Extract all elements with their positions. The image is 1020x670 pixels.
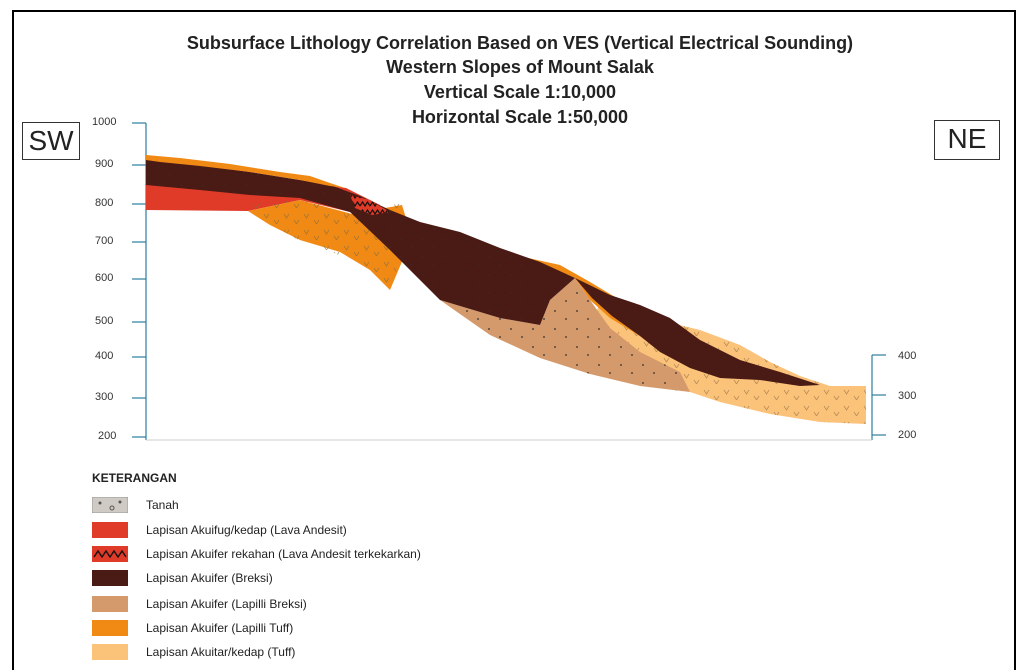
horizontal-scale: Horizontal Scale 1:50,000 — [411, 107, 629, 127]
vertical-scale: Vertical Scale 1:10,000 — [423, 82, 617, 102]
figure-frame — [12, 10, 1016, 670]
legend-item-soil: Tanah — [92, 495, 179, 515]
legend-title: KETERANGAN — [92, 471, 177, 485]
legend-label: Lapisan Akuifer (Breksi) — [146, 571, 273, 585]
direction-ne: NE — [934, 120, 1000, 160]
right-axis — [871, 354, 886, 440]
fractured-lava-swatch-icon — [92, 546, 128, 562]
legend-item-tuff: Lapisan Akuitar/kedap (Tuff) — [92, 642, 295, 662]
legend-item-lapilli-tuff: Lapisan Akuifer (Lapilli Tuff) — [92, 618, 293, 638]
figure-title: Subsurface Lithology Correlation Based o… — [186, 33, 854, 53]
lapilli-breccia-swatch-icon — [92, 596, 128, 612]
left-tick-label: 800 — [95, 197, 114, 209]
left-tick-label: 900 — [95, 158, 114, 170]
soil-layer — [146, 155, 345, 188]
legend-item-breccia: Lapisan Akuifer (Breksi) — [92, 568, 273, 588]
breccia-layer-lower — [575, 278, 820, 386]
legend-label: Lapisan Akuifer (Lapilli Breksi) — [146, 597, 307, 611]
legend-item-lava-andesite: Lapisan Akuifug/kedap (Lava Andesit) — [92, 520, 347, 540]
left-tick-label: 600 — [95, 272, 114, 284]
tuff-swatch-icon — [92, 644, 128, 660]
left-tick-label: 400 — [95, 350, 114, 362]
lapilli-tuff-swatch-icon — [92, 620, 128, 636]
direction-sw: SW — [22, 122, 80, 160]
left-tick-label: 300 — [95, 391, 114, 403]
left-tick-label: 700 — [95, 235, 114, 247]
legend-label: Lapisan Akuifer (Lapilli Tuff) — [146, 621, 294, 635]
breccia-swatch-icon — [92, 570, 128, 586]
right-tick-label: 300 — [898, 390, 917, 402]
left-axis — [132, 122, 147, 440]
legend-item-fractured-lava: Lapisan Akuifer rekahan (Lava Andesit te… — [92, 544, 421, 564]
legend-label: Lapisan Akuifer rekahan (Lava Andesit te… — [146, 547, 421, 561]
right-tick-label: 200 — [898, 429, 917, 441]
left-tick-label: 1000 — [92, 116, 117, 128]
lava-swatch-icon — [92, 522, 128, 538]
left-tick-label: 500 — [95, 315, 114, 327]
legend-label: Lapisan Akuitar/kedap (Tuff) — [146, 645, 296, 659]
right-tick-label: 400 — [898, 350, 917, 362]
legend-label: Tanah — [146, 498, 179, 512]
legend-label: Lapisan Akuifug/kedap (Lava Andesit) — [146, 523, 347, 537]
figure-subtitle: Western Slopes of Mount Salak — [386, 57, 654, 77]
legend-item-lapilli-breccia: Lapisan Akuifer (Lapilli Breksi) — [92, 594, 307, 614]
left-tick-label: 200 — [98, 430, 117, 442]
soil-swatch-icon — [92, 497, 128, 513]
